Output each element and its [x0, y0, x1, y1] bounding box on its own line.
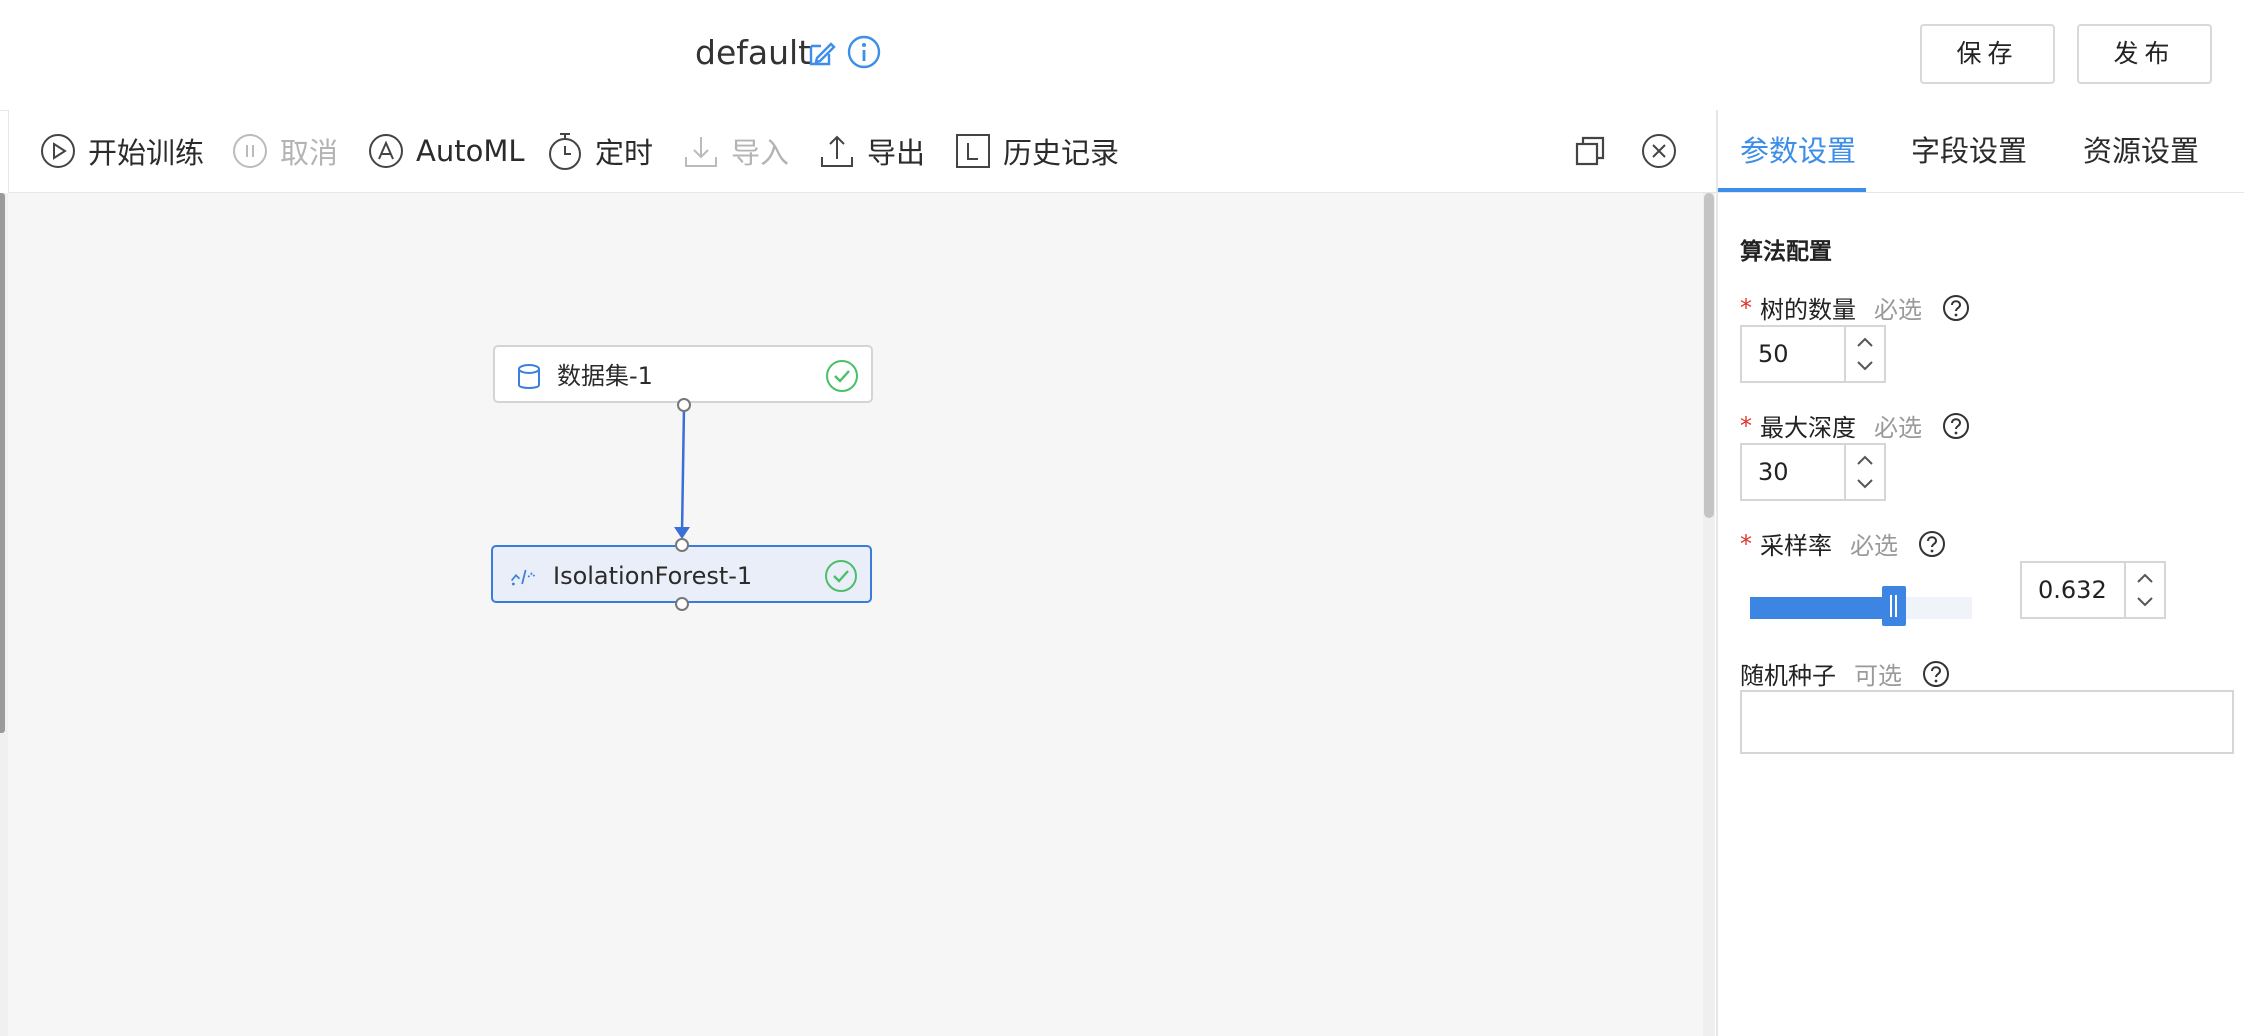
algorithm-icon	[510, 569, 536, 586]
edit-icon[interactable]	[803, 36, 839, 72]
export-button[interactable]: 导出	[819, 110, 925, 192]
start-training-button[interactable]: 开始训练	[40, 110, 204, 192]
sample-rate-slider-handle[interactable]	[1882, 586, 1906, 626]
copy-icon[interactable]	[1572, 133, 1608, 169]
sample-rate-value: 0.632	[2038, 576, 2107, 604]
check-circle-icon	[825, 560, 857, 592]
sample-rate-label-row: * 采样率 必选	[1740, 526, 1946, 561]
random-seed-input[interactable]	[1740, 690, 2234, 754]
section-title: 算法配置	[1740, 239, 1832, 265]
num-trees-label-row: * 树的数量 必选	[1740, 290, 1970, 325]
sample-rate-label: 采样率	[1760, 532, 1832, 560]
question-circle-icon[interactable]	[1942, 412, 1970, 440]
active-tab-indicator	[1718, 188, 1866, 192]
history-icon	[956, 134, 990, 168]
stopwatch-icon	[549, 133, 581, 170]
num-trees-label: 树的数量	[1760, 296, 1856, 324]
database-icon	[518, 364, 540, 389]
required-marker: *	[1740, 529, 1752, 558]
close-circle-icon[interactable]	[1641, 133, 1677, 169]
isolation-forest-node[interactable]: IsolationForest-1	[491, 545, 872, 603]
chevron-up-icon	[2137, 573, 2153, 583]
edge-arrow-head	[674, 527, 690, 539]
sample-rate-slider-fill	[1750, 597, 1888, 619]
edge-layer	[674, 406, 690, 539]
history-button[interactable]: 历史记录	[955, 110, 1119, 192]
import-label: 导入	[731, 136, 790, 170]
schedule-button[interactable]: 定时	[547, 110, 653, 192]
tab-fields[interactable]: 字段设置	[1911, 134, 2028, 168]
upload-icon	[821, 135, 853, 167]
publish-button[interactable]: 发布	[2077, 24, 2212, 84]
tab-params[interactable]: 参数设置	[1740, 134, 1857, 168]
max-depth-hint: 必选	[1874, 414, 1922, 442]
question-circle-icon[interactable]	[1918, 530, 1946, 558]
question-circle-icon[interactable]	[1942, 294, 1970, 322]
isolation-forest-node-label: IsolationForest-1	[553, 562, 753, 590]
history-label: 历史记录	[1003, 136, 1120, 170]
automl-label: AutoML	[416, 134, 525, 168]
chevron-up-icon	[1857, 337, 1873, 347]
pause-circle-icon	[233, 134, 267, 168]
random-seed-label-row: 随机种子 可选	[1740, 656, 1950, 691]
edge-dataset-to-if	[680, 406, 686, 534]
start-training-label: 开始训练	[88, 136, 205, 170]
left-scroll-indicator[interactable]	[0, 193, 5, 733]
chevron-down-icon	[1857, 361, 1873, 371]
play-circle-icon	[41, 134, 75, 168]
cancel-button[interactable]: 取消	[232, 110, 338, 192]
required-marker: *	[1740, 293, 1752, 322]
cancel-label: 取消	[280, 136, 339, 170]
max-depth-stepper[interactable]: 30	[1740, 443, 1886, 501]
stepper-arrows[interactable]	[2124, 563, 2164, 617]
save-button[interactable]: 保存	[1920, 24, 2055, 84]
isolation-forest-input-port[interactable]	[675, 538, 689, 552]
dataset-node-label: 数据集-1	[557, 362, 653, 390]
project-title: default	[695, 33, 812, 72]
top-header: default 保存 发布	[0, 0, 2244, 111]
stepper-arrows[interactable]	[1844, 445, 1884, 499]
chevron-down-icon	[2137, 597, 2153, 607]
workflow-canvas[interactable]: 数据集-1 IsolationForest-1	[8, 193, 1715, 1036]
canvas-toolbar: 开始训练 取消 AutoML 定时 导入	[8, 110, 1716, 193]
stepper-arrows[interactable]	[1844, 327, 1884, 381]
export-label: 导出	[867, 136, 926, 170]
tab-divider	[1718, 192, 2244, 193]
num-trees-stepper[interactable]: 50	[1740, 325, 1886, 383]
question-circle-icon[interactable]	[1922, 660, 1950, 688]
automl-icon	[369, 134, 403, 168]
random-seed-hint: 可选	[1854, 662, 1902, 690]
check-circle-icon	[826, 360, 858, 392]
max-depth-label: 最大深度	[1760, 414, 1856, 442]
num-trees-value: 50	[1758, 340, 1789, 368]
isolation-forest-output-port[interactable]	[675, 597, 689, 611]
sample-rate-stepper[interactable]: 0.632	[2020, 561, 2166, 619]
tab-resources[interactable]: 资源设置	[2083, 134, 2200, 168]
chevron-up-icon	[1857, 455, 1873, 465]
sample-rate-hint: 必选	[1850, 532, 1898, 560]
download-icon	[685, 137, 717, 167]
dataset-output-port[interactable]	[677, 398, 691, 412]
schedule-label: 定时	[595, 136, 654, 170]
required-marker: *	[1740, 411, 1752, 440]
max-depth-value: 30	[1758, 458, 1789, 486]
automl-button[interactable]: AutoML	[368, 110, 525, 192]
info-icon[interactable]	[846, 34, 882, 70]
chevron-down-icon	[1857, 479, 1873, 489]
canvas-scrollbar-thumb[interactable]	[1704, 193, 1714, 518]
num-trees-hint: 必选	[1874, 296, 1922, 324]
dataset-node[interactable]: 数据集-1	[493, 345, 873, 403]
import-button[interactable]: 导入	[683, 110, 789, 192]
settings-panel: 参数设置 字段设置 资源设置 算法配置 * 树的数量 必选 50 * 最大深度 …	[1716, 110, 2244, 1036]
random-seed-label: 随机种子	[1740, 662, 1836, 690]
max-depth-label-row: * 最大深度 必选	[1740, 408, 1970, 443]
